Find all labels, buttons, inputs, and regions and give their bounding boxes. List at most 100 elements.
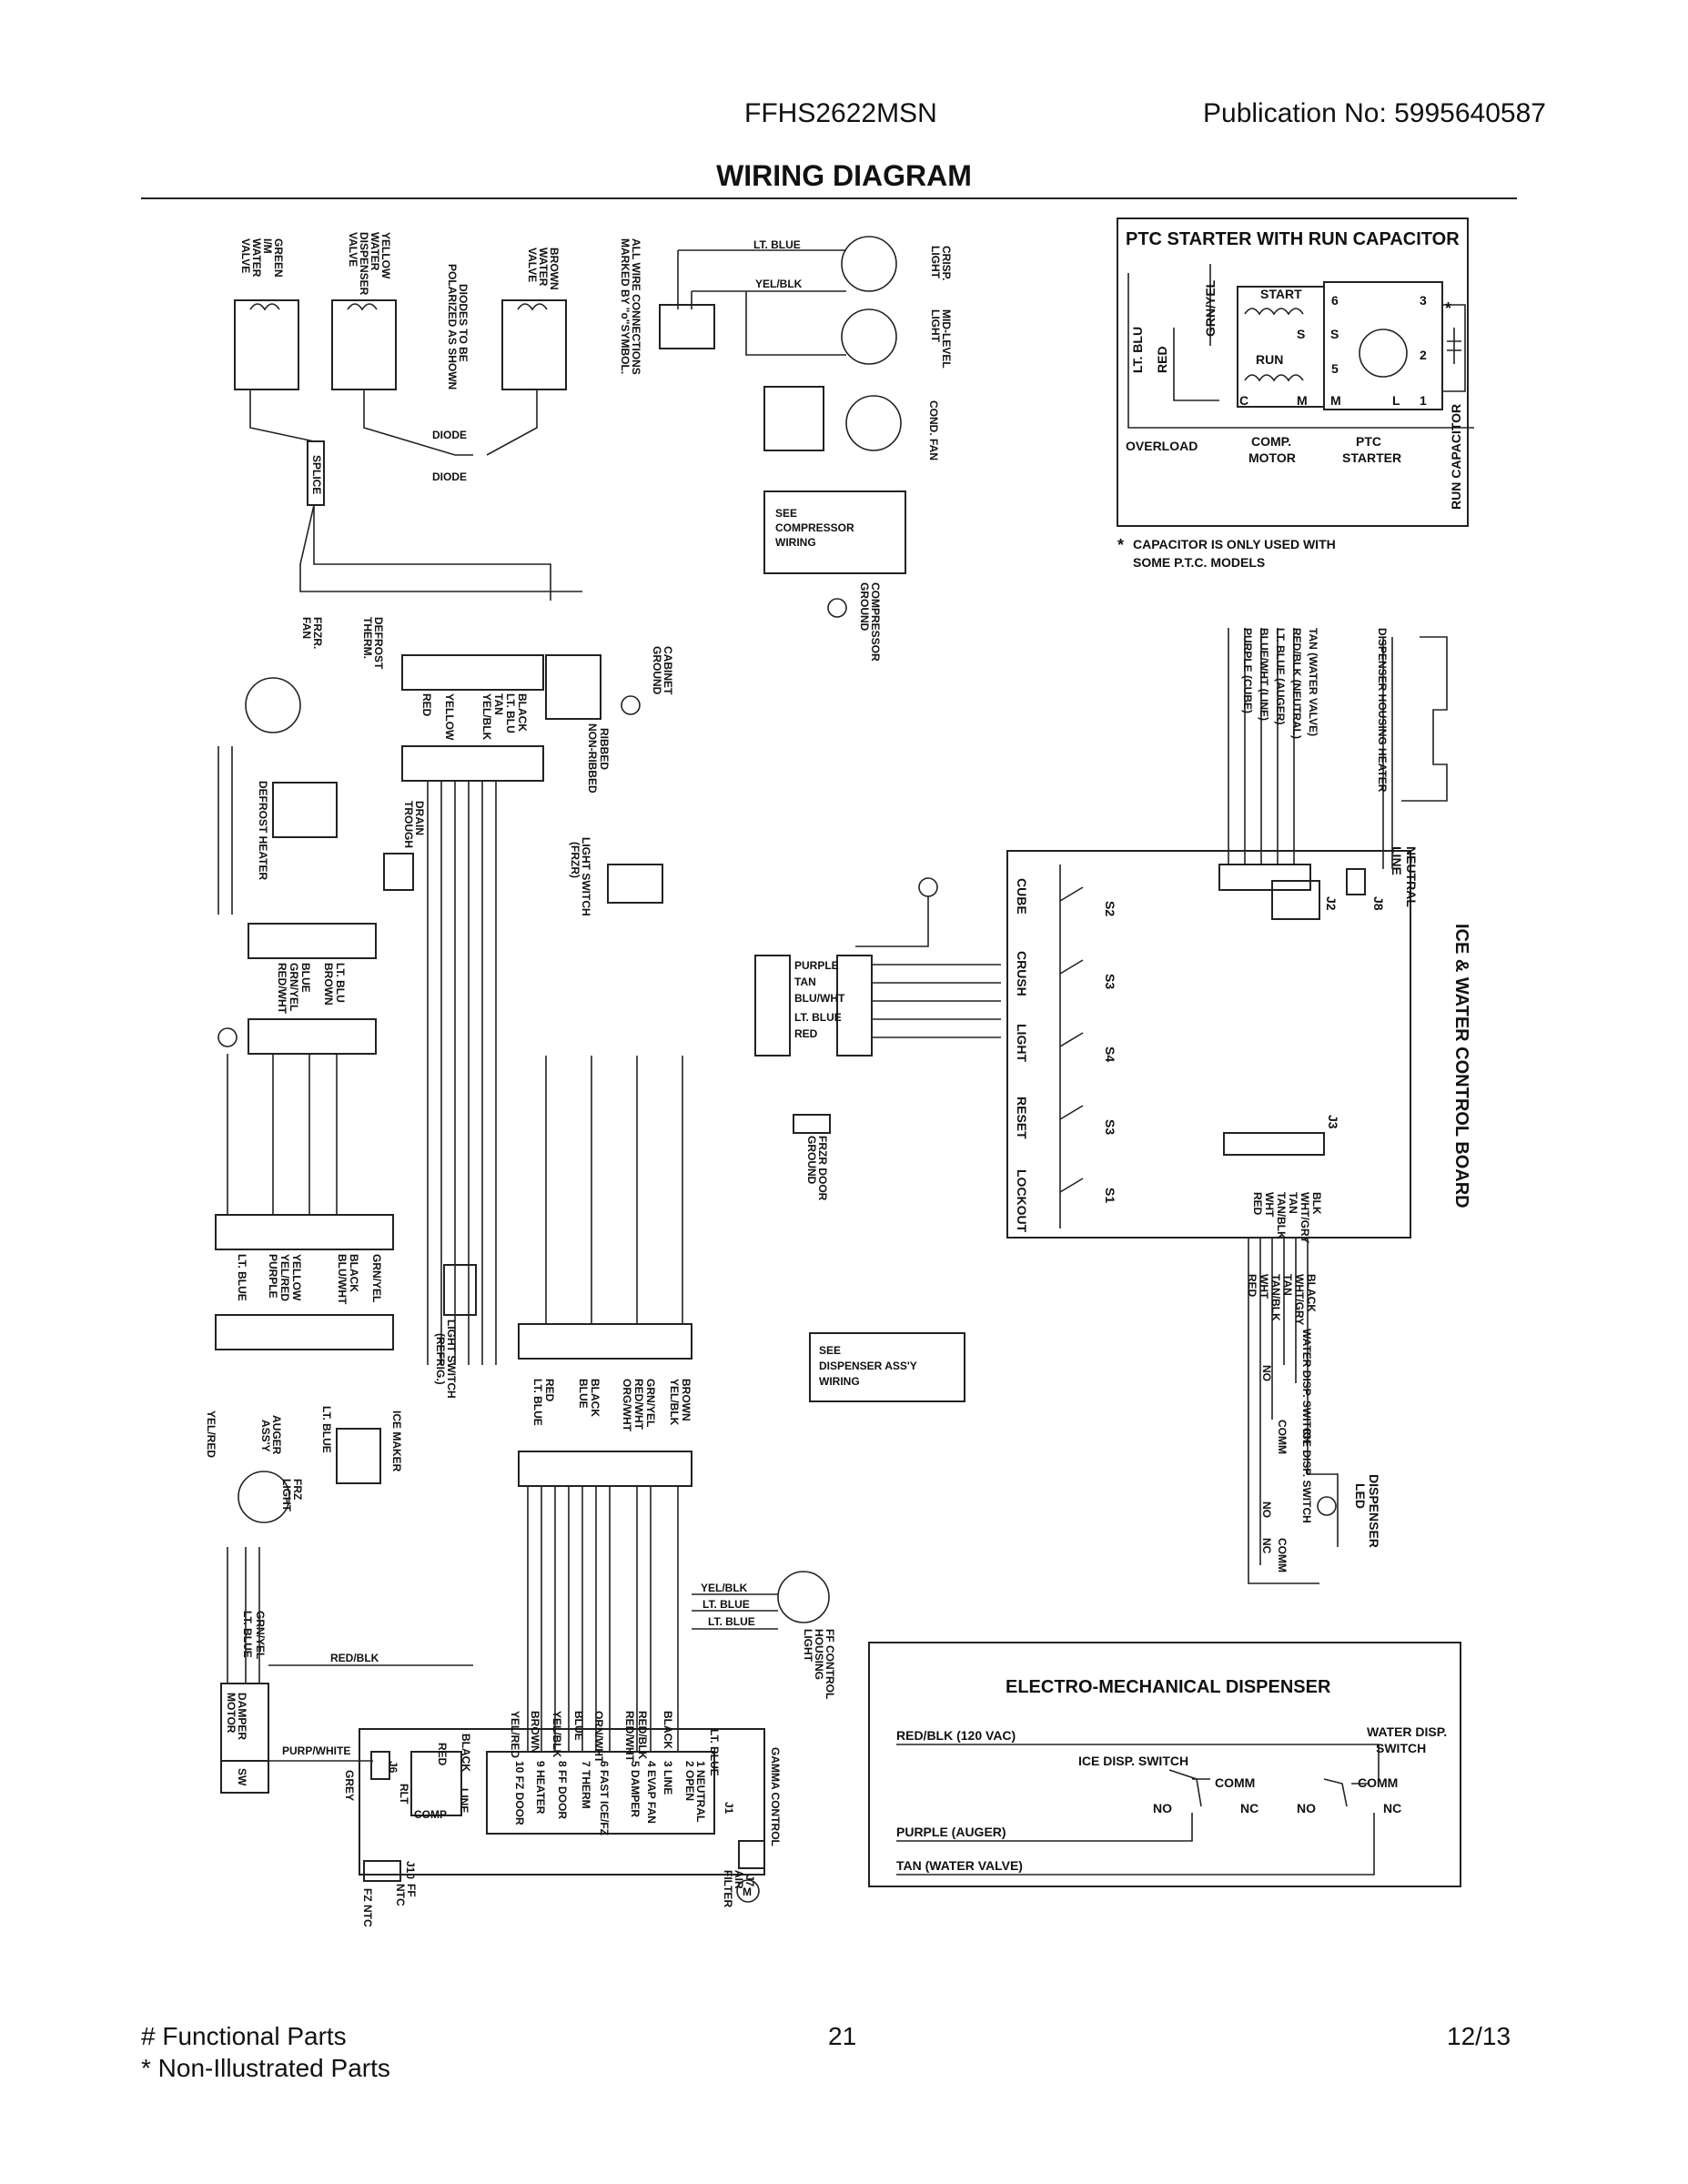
drain-trough-2: TROUGH — [402, 801, 415, 848]
ptc-wire-2 — [1173, 328, 1219, 401]
gamma-control-label: GAMMA CONTROL — [769, 1747, 782, 1846]
light-yel-blk-label: YEL/BLK — [755, 278, 803, 290]
electro-no-2: NO — [1297, 1801, 1316, 1815]
l-label: L — [1392, 393, 1400, 408]
harness3-red: RED — [794, 1027, 818, 1040]
see-compressor-3: WIRING — [775, 536, 816, 549]
harness-2-top — [248, 923, 377, 959]
light-wires — [677, 249, 846, 356]
harness5-yel-blk: YEL/BLK — [668, 1379, 681, 1426]
ff-lt-blue-2: LT. BLUE — [708, 1615, 755, 1628]
terminal-2: 2 — [1420, 348, 1427, 362]
j2-label: J2 — [1324, 896, 1339, 911]
lower-wire-wht-gry: WHT/GRY — [1293, 1274, 1306, 1325]
wire-lt-blue-auger: LT. BLUE (AUGER) — [1274, 628, 1287, 724]
harness5-blue: BLUE — [577, 1379, 590, 1409]
brown-valve-label-2: WATER — [537, 248, 550, 287]
harness5-brown: BROWN — [680, 1379, 692, 1421]
light-switch-frzr-1: LIGHT SWITCH — [580, 837, 592, 916]
light-switch-frzr-2: (FRZR) — [569, 842, 581, 878]
j8-label: J8 — [1371, 896, 1386, 911]
auger-yel-red: YEL/RED — [205, 1410, 217, 1458]
frz-light-2: LIGHT — [280, 1479, 293, 1512]
publication-number: Publication No: 5995640587 — [1203, 98, 1546, 128]
harness-2-bottom — [248, 1018, 377, 1055]
ptc-starter-label-1: PTC — [1356, 434, 1381, 449]
ptc-red-label: RED — [1155, 346, 1169, 373]
j1-pin-8: 8 FF DOOR — [556, 1761, 569, 1819]
cond-fan-label: COND. FAN — [927, 400, 940, 460]
upper-wires — [249, 389, 582, 601]
j1-pin-1: 1 NEUTRAL — [694, 1761, 707, 1822]
harness3-ground-icon — [918, 877, 938, 897]
yellow-valve-label-4: VALVE — [347, 232, 359, 267]
harness4-grn-yel: GRN/YEL — [370, 1254, 383, 1302]
water-disp-switch — [1323, 1778, 1370, 1807]
cond-fan-connector — [763, 386, 824, 451]
harness3-blu-wht: BLU/WHT — [794, 992, 845, 1005]
lower-wire-black: BLACK — [1305, 1274, 1318, 1312]
harness-1-top — [401, 654, 544, 691]
overload-label: OVERLOAD — [1126, 439, 1198, 453]
switch-s4: S4 — [1103, 1046, 1117, 1062]
harness2-brown: BROWN — [322, 963, 335, 1006]
board-comm-2: COMM — [1276, 1538, 1289, 1572]
see-compressor-1: SEE — [775, 507, 797, 520]
wire-note-2: MARKED BY "o"SYMBOL. — [619, 238, 632, 374]
see-dispenser-1: SEE — [819, 1344, 841, 1357]
ptc-note-line-1: CAPACITOR IS ONLY USED WITH — [1133, 537, 1336, 551]
harness3-purple: PURPLE — [794, 959, 839, 972]
electro-mechanical-dispenser-panel: ELECTRO-MECHANICAL DISPENSER RED/BLK (12… — [868, 1642, 1461, 1887]
ff-control-light-icon — [777, 1571, 830, 1623]
ptc-note-line-2: SOME P.T.C. MODELS — [1133, 555, 1265, 570]
j1-wire-yel-red: YEL/RED — [509, 1711, 521, 1758]
j3-label: J3 — [1326, 1115, 1340, 1129]
ptc-starter-panel: PTC STARTER WITH RUN CAPACITOR START RUN… — [1117, 217, 1474, 570]
air-filter-1: AIR — [733, 1870, 745, 1889]
board-wire-red: RED — [1251, 1192, 1264, 1216]
capacitor-symbol — [1447, 328, 1461, 364]
ptc-title: PTC STARTER WITH RUN CAPACITOR — [1126, 229, 1460, 249]
ptc-thermistor — [1359, 329, 1408, 378]
yellow-valve-label-3: DISPENSER — [358, 232, 370, 296]
electro-purple: PURPLE (AUGER) — [896, 1825, 1006, 1839]
mid-level-label-1: MID-LEVEL — [940, 309, 953, 369]
water-disp-label-1: WATER DISP. — [1367, 1724, 1447, 1739]
frzr-fan-icon — [245, 677, 301, 733]
diodes-note-1: DIODES TO BE — [457, 284, 470, 362]
mid-level-light-icon — [841, 308, 897, 365]
ice-disp-label: ICE DISP. SWITCH — [1078, 1754, 1188, 1768]
frzr-door-ground-1: FRZR DOOR — [816, 1136, 829, 1201]
splice-label: SPLICE — [310, 455, 323, 494]
ice-maker-label: ICE MAKER — [390, 1410, 403, 1472]
harness5-org-wht: ORG/WHT — [621, 1379, 633, 1432]
damper-sw-label: SW — [236, 1768, 248, 1786]
defrost-heater-element — [217, 746, 233, 915]
ptc-lt-blu-label: LT. BLU — [1130, 327, 1145, 373]
lower-wire-wht: WHT — [1258, 1274, 1270, 1299]
harness-4-top — [215, 1214, 394, 1250]
harness1-yellow: YELLOW — [443, 693, 456, 741]
board-wire-wht-gry: WHT/GRY — [1299, 1192, 1311, 1243]
j6-connector — [370, 1751, 390, 1780]
light-switch-refrig — [443, 1264, 477, 1316]
light-lt-blue-label: LT. BLUE — [753, 238, 801, 251]
ice-maker-box — [336, 1428, 381, 1484]
capacitor-star: * — [1445, 299, 1451, 318]
dispenser-led-icon — [1317, 1496, 1337, 1516]
harness4-yellow: YELLOW — [290, 1254, 303, 1301]
auger-assy-1: AUGER — [270, 1415, 283, 1455]
water-disp-switch-label: WATER DISP. SWITCH — [1300, 1329, 1313, 1443]
run-winding — [1244, 374, 1304, 382]
dispenser-heater-loop — [1401, 636, 1448, 802]
compressor-ground-1: COMPRESSOR — [869, 582, 882, 662]
wire-red-blk-neutral: RED/BLK (NEUTRAL) — [1290, 628, 1303, 739]
gamma-red: RED — [436, 1743, 449, 1766]
comp-motor-box — [1237, 286, 1325, 408]
damper-purp-white: PURP/WHITE — [282, 1744, 350, 1757]
diode-label-2: DIODE — [432, 470, 467, 483]
damper-lt-blue: LT. BLUE — [241, 1611, 254, 1658]
ff-ntc-2: NTC — [394, 1884, 407, 1906]
electro-purple-wire — [896, 1813, 1193, 1842]
